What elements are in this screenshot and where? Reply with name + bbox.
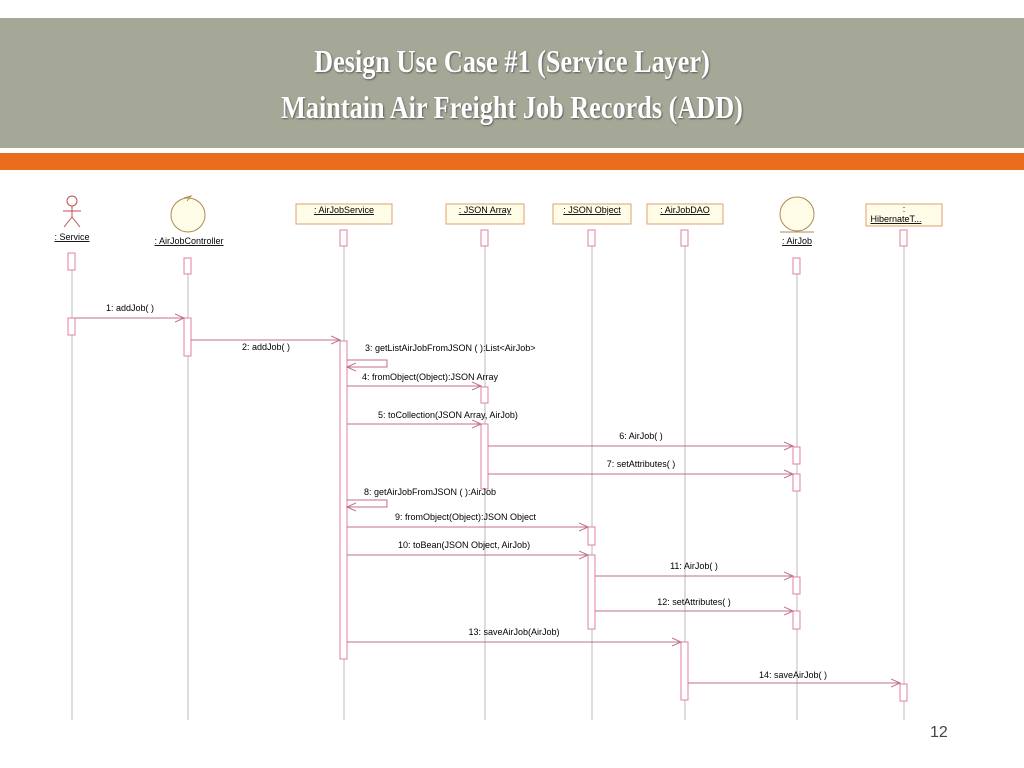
activation-json-object <box>587 229 596 247</box>
message-8-arrow <box>347 499 388 507</box>
message-8-label: 8: getAirJobFromJSON ( ):AirJob <box>364 487 496 497</box>
activation-airjobservice <box>339 340 348 660</box>
activation-airjob <box>792 576 801 595</box>
message-1-label: 1: addJob( ) <box>106 303 154 313</box>
participant-label: : JSON Array <box>459 205 512 215</box>
message-13-label: 13: saveAirJob(AirJob) <box>468 627 559 637</box>
message-10-label: 10: toBean(JSON Object, AirJob) <box>398 540 530 550</box>
messages <box>75 318 900 683</box>
message-7-label: 7: setAttributes( ) <box>607 459 676 469</box>
activation-json-object <box>587 554 596 630</box>
activation-airjob <box>792 257 801 275</box>
title-line-2: Maintain Air Freight Job Records (ADD) <box>281 89 743 125</box>
title-line-1: Design Use Case #1 (Service Layer) <box>314 43 710 79</box>
slide-title: Design Use Case #1 (Service Layer) Maint… <box>92 38 932 130</box>
title-banner <box>0 18 1024 148</box>
message-5-label: 5: toCollection(JSON Array, AirJob) <box>378 410 518 420</box>
message-labels: 1: addJob( ) 2: addJob( ) 3: getListAirJ… <box>106 303 827 680</box>
participant-airjobservice[interactable]: : AirJobService <box>295 203 393 225</box>
participant-airjobdao[interactable]: : AirJobDAO <box>646 203 724 225</box>
participant-label: : Service <box>54 232 89 242</box>
control-icon <box>170 195 206 233</box>
participant-airjobcontroller[interactable]: : AirJobController <box>154 195 224 246</box>
participant-airjob[interactable]: : AirJob <box>779 196 815 246</box>
message-3-arrow <box>347 359 388 367</box>
activation-service <box>67 317 76 336</box>
message-12-label: 12: setAttributes( ) <box>657 597 731 607</box>
participant-label: : JSON Object <box>563 205 621 215</box>
message-4-label: 4: fromObject(Object):JSON Array <box>362 372 499 382</box>
activation-service <box>67 252 76 271</box>
message-6-label: 6: AirJob( ) <box>619 431 663 441</box>
message-2-label: 2: addJob( ) <box>242 342 290 352</box>
participant-json-array[interactable]: : JSON Array <box>445 203 525 225</box>
participant-json-object[interactable]: : JSON Object <box>552 203 632 225</box>
participant-label: : AirJobController <box>154 236 223 246</box>
message-3-label: 3: getListAirJobFromJSON ( ):List<AirJob… <box>365 343 536 353</box>
activation-airjob <box>792 473 801 492</box>
participant-label-line1: : <box>903 204 906 214</box>
entity-icon <box>779 196 815 233</box>
activation-airjobcontroller <box>183 317 192 357</box>
activation-airjobdao <box>680 641 689 701</box>
activation-airjob <box>792 446 801 465</box>
page-number: 12 <box>930 724 948 741</box>
accent-stripe <box>0 153 1024 170</box>
message-14-label: 14: saveAirJob( ) <box>759 670 827 680</box>
activation-hibernate <box>899 683 908 702</box>
participant-service[interactable]: : Service <box>54 195 90 242</box>
participant-label: : AirJobService <box>314 205 374 215</box>
activation-json-array <box>480 229 489 247</box>
activation-hibernate <box>899 229 908 247</box>
participant-label: : AirJobDAO <box>660 205 710 215</box>
participant-hibernate[interactable]: : HibernateT... <box>865 203 943 227</box>
actor-icon <box>63 195 81 228</box>
participant-label-line2: HibernateT... <box>870 214 921 224</box>
activation-airjobservice <box>339 229 348 247</box>
message-11-label: 11: AirJob( ) <box>670 561 718 571</box>
activation-json-array <box>480 386 489 404</box>
activation-json-object <box>587 526 596 546</box>
message-9-label: 9: fromObject(Object):JSON Object <box>395 512 537 522</box>
activation-airjobcontroller <box>183 257 192 275</box>
activation-airjobdao <box>680 229 689 247</box>
activation-json-array <box>480 423 489 490</box>
activation-airjob <box>792 610 801 630</box>
participant-label: : AirJob <box>782 236 812 246</box>
